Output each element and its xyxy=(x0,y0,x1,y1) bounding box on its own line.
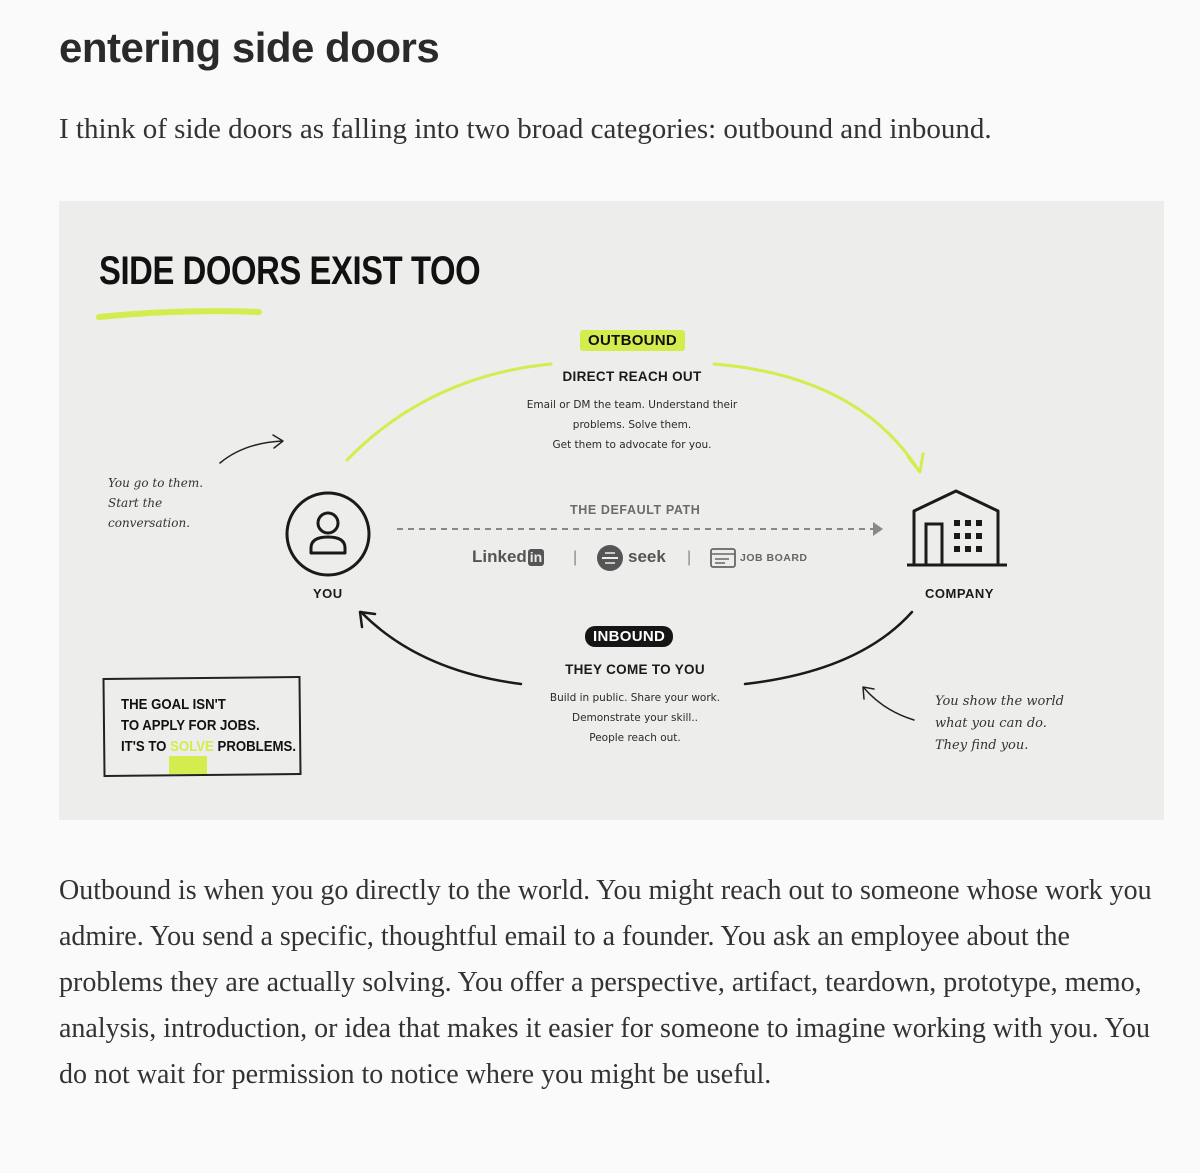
left-note: You go to them. Start the conversation. xyxy=(108,473,228,533)
seek-logo-text: seek xyxy=(628,547,666,566)
goal-line-end: PROBLEMS. xyxy=(213,738,297,755)
inbound-line: Build in public. Share your work. xyxy=(549,692,721,704)
default-path-arrowhead xyxy=(873,522,883,536)
goal-statement: THE GOAL ISN'T TO APPLY FOR JOBS. IT'S T… xyxy=(121,694,297,757)
outbound-line: Get them to advocate for you. xyxy=(552,439,712,451)
inbound-description: Build in public. Share your work. Demons… xyxy=(475,688,795,748)
job-board-label: JOB BOARD xyxy=(740,552,808,564)
person-icon xyxy=(285,491,371,577)
right-note-line: They find you. xyxy=(935,738,1029,753)
title-underline xyxy=(96,308,262,320)
body-paragraph: Outbound is when you go directly to the … xyxy=(59,875,1152,1090)
right-note-line: what you can do. xyxy=(935,716,1047,731)
inbound-arc-left xyxy=(359,610,523,686)
article-heading: entering side doors xyxy=(59,24,440,71)
company-label: COMPANY xyxy=(925,586,994,601)
outbound-tag: OUTBOUND xyxy=(580,330,686,351)
outbound-arc-left xyxy=(345,362,553,462)
logo-separator: | xyxy=(687,549,692,566)
linkedin-badge: in xyxy=(527,549,545,566)
inbound-arc-right xyxy=(743,610,914,686)
right-note: You show the world what you can do. They… xyxy=(935,691,1085,757)
logo-separator: | xyxy=(573,549,578,566)
job-board-icon xyxy=(710,548,736,568)
left-note-arrow xyxy=(219,440,283,464)
linkedin-logo-text: Linked xyxy=(472,547,527,566)
outbound-arc-right xyxy=(712,362,921,473)
left-note-line: conversation. xyxy=(108,516,191,530)
right-note-arrow xyxy=(863,687,915,721)
inbound-subtitle: THEY COME TO YOU xyxy=(565,662,705,677)
seek-logo-icon xyxy=(597,545,623,571)
inbound-tag: INBOUND xyxy=(585,626,674,647)
right-note-line: You show the world xyxy=(935,694,1064,709)
default-path-label: THE DEFAULT PATH xyxy=(570,503,701,517)
outbound-line: problems. Solve them. xyxy=(572,419,692,431)
side-doors-diagram: SIDE DOORS EXIST TOO OUTBOUND DIRECT REA… xyxy=(59,201,1164,820)
left-note-line: You go to them. xyxy=(108,476,204,490)
intro-paragraph: I think of side doors as falling into tw… xyxy=(59,113,992,145)
outbound-description: Email or DM the team. Understand their p… xyxy=(472,395,792,455)
outbound-subtitle: DIRECT REACH OUT xyxy=(562,369,702,384)
solve-highlight-mark xyxy=(169,756,207,774)
left-note-line: Start the xyxy=(108,496,163,510)
goal-highlight-word: SOLVE xyxy=(170,738,214,755)
goal-line-start: IT'S TO xyxy=(121,738,171,755)
building-icon xyxy=(907,489,1007,567)
goal-line: IT'S TO SOLVE PROBLEMS. xyxy=(121,736,297,757)
you-label: YOU xyxy=(313,586,343,601)
inbound-arrowhead xyxy=(358,610,377,629)
figure-title: SIDE DOORS EXIST TOO xyxy=(99,249,481,293)
outbound-arrowhead xyxy=(906,452,925,474)
outbound-line: Email or DM the team. Understand their xyxy=(526,399,738,411)
goal-line: TO APPLY FOR JOBS. xyxy=(121,717,260,734)
diagram-graphics xyxy=(96,308,1007,774)
inbound-line: Demonstrate your skill.. xyxy=(571,712,699,724)
goal-line: THE GOAL ISN'T xyxy=(121,696,226,713)
inbound-line: People reach out. xyxy=(589,732,681,744)
